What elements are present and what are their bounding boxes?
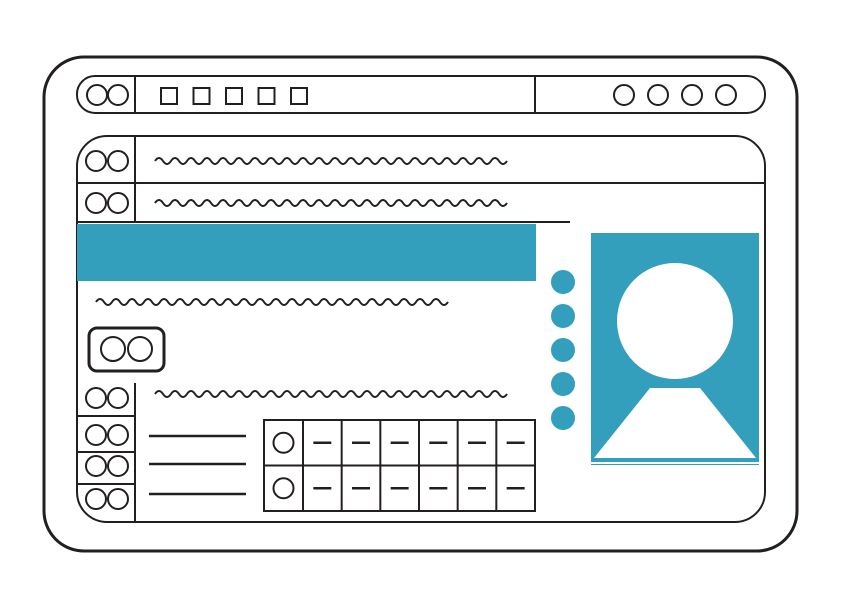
top-row-waves [154,157,508,207]
top-row-circles [85,150,129,214]
header-right-circle [613,84,635,106]
bottom-row-circle-left [85,387,107,409]
bottom-wavy-line [154,390,508,398]
header-right-circles [613,84,737,106]
side-dot [551,270,575,294]
badge-circle-left [100,336,126,362]
header-square [192,87,211,105]
person-body [594,388,756,458]
header-right-circle [681,84,703,106]
bottom-row-circle-right [107,387,129,409]
bottom-row-circle-left [85,424,107,446]
header-circle-right [107,84,129,106]
header-left-circles [86,84,129,106]
photo-area [591,233,759,465]
bottom-row-circle-left [85,455,107,477]
bottom-row-circle-right [107,488,129,510]
header-square [225,87,243,105]
middle-wavy-line [95,298,449,306]
header-right-circle [715,84,737,106]
name-band [77,224,536,281]
row-wavy-line [154,157,508,165]
side-dot [551,304,575,328]
badge [87,326,166,373]
grid-row-circle [272,431,295,454]
short-text-lines [149,434,246,496]
row-circle-right [107,192,129,214]
badge-circle-right [127,336,153,362]
info-grid [263,419,536,512]
bottom-row-circle-left [85,488,107,510]
header-square [290,87,308,105]
grid-row-circle [272,477,295,500]
person-head [617,263,733,379]
header-bar [76,75,766,114]
side-dot [551,372,575,396]
side-dots [551,270,575,430]
header-right-circle [647,84,669,106]
row-circle-left [85,150,107,172]
row-circle-right [107,150,129,172]
inner-card [76,135,766,523]
bottom-row-dividers [77,415,135,485]
row-circle-left [85,192,107,214]
bottom-row-circles [85,387,129,510]
header-square [257,87,276,105]
side-dot [551,338,575,362]
side-dot [551,406,575,430]
header-pill [76,75,766,114]
bottom-row-circle-right [107,455,129,477]
person-silhouette-icon [594,263,756,458]
header-square [160,87,178,105]
row-wavy-line [154,199,508,207]
bottom-row-circle-right [107,424,129,446]
header-squares [160,87,308,105]
